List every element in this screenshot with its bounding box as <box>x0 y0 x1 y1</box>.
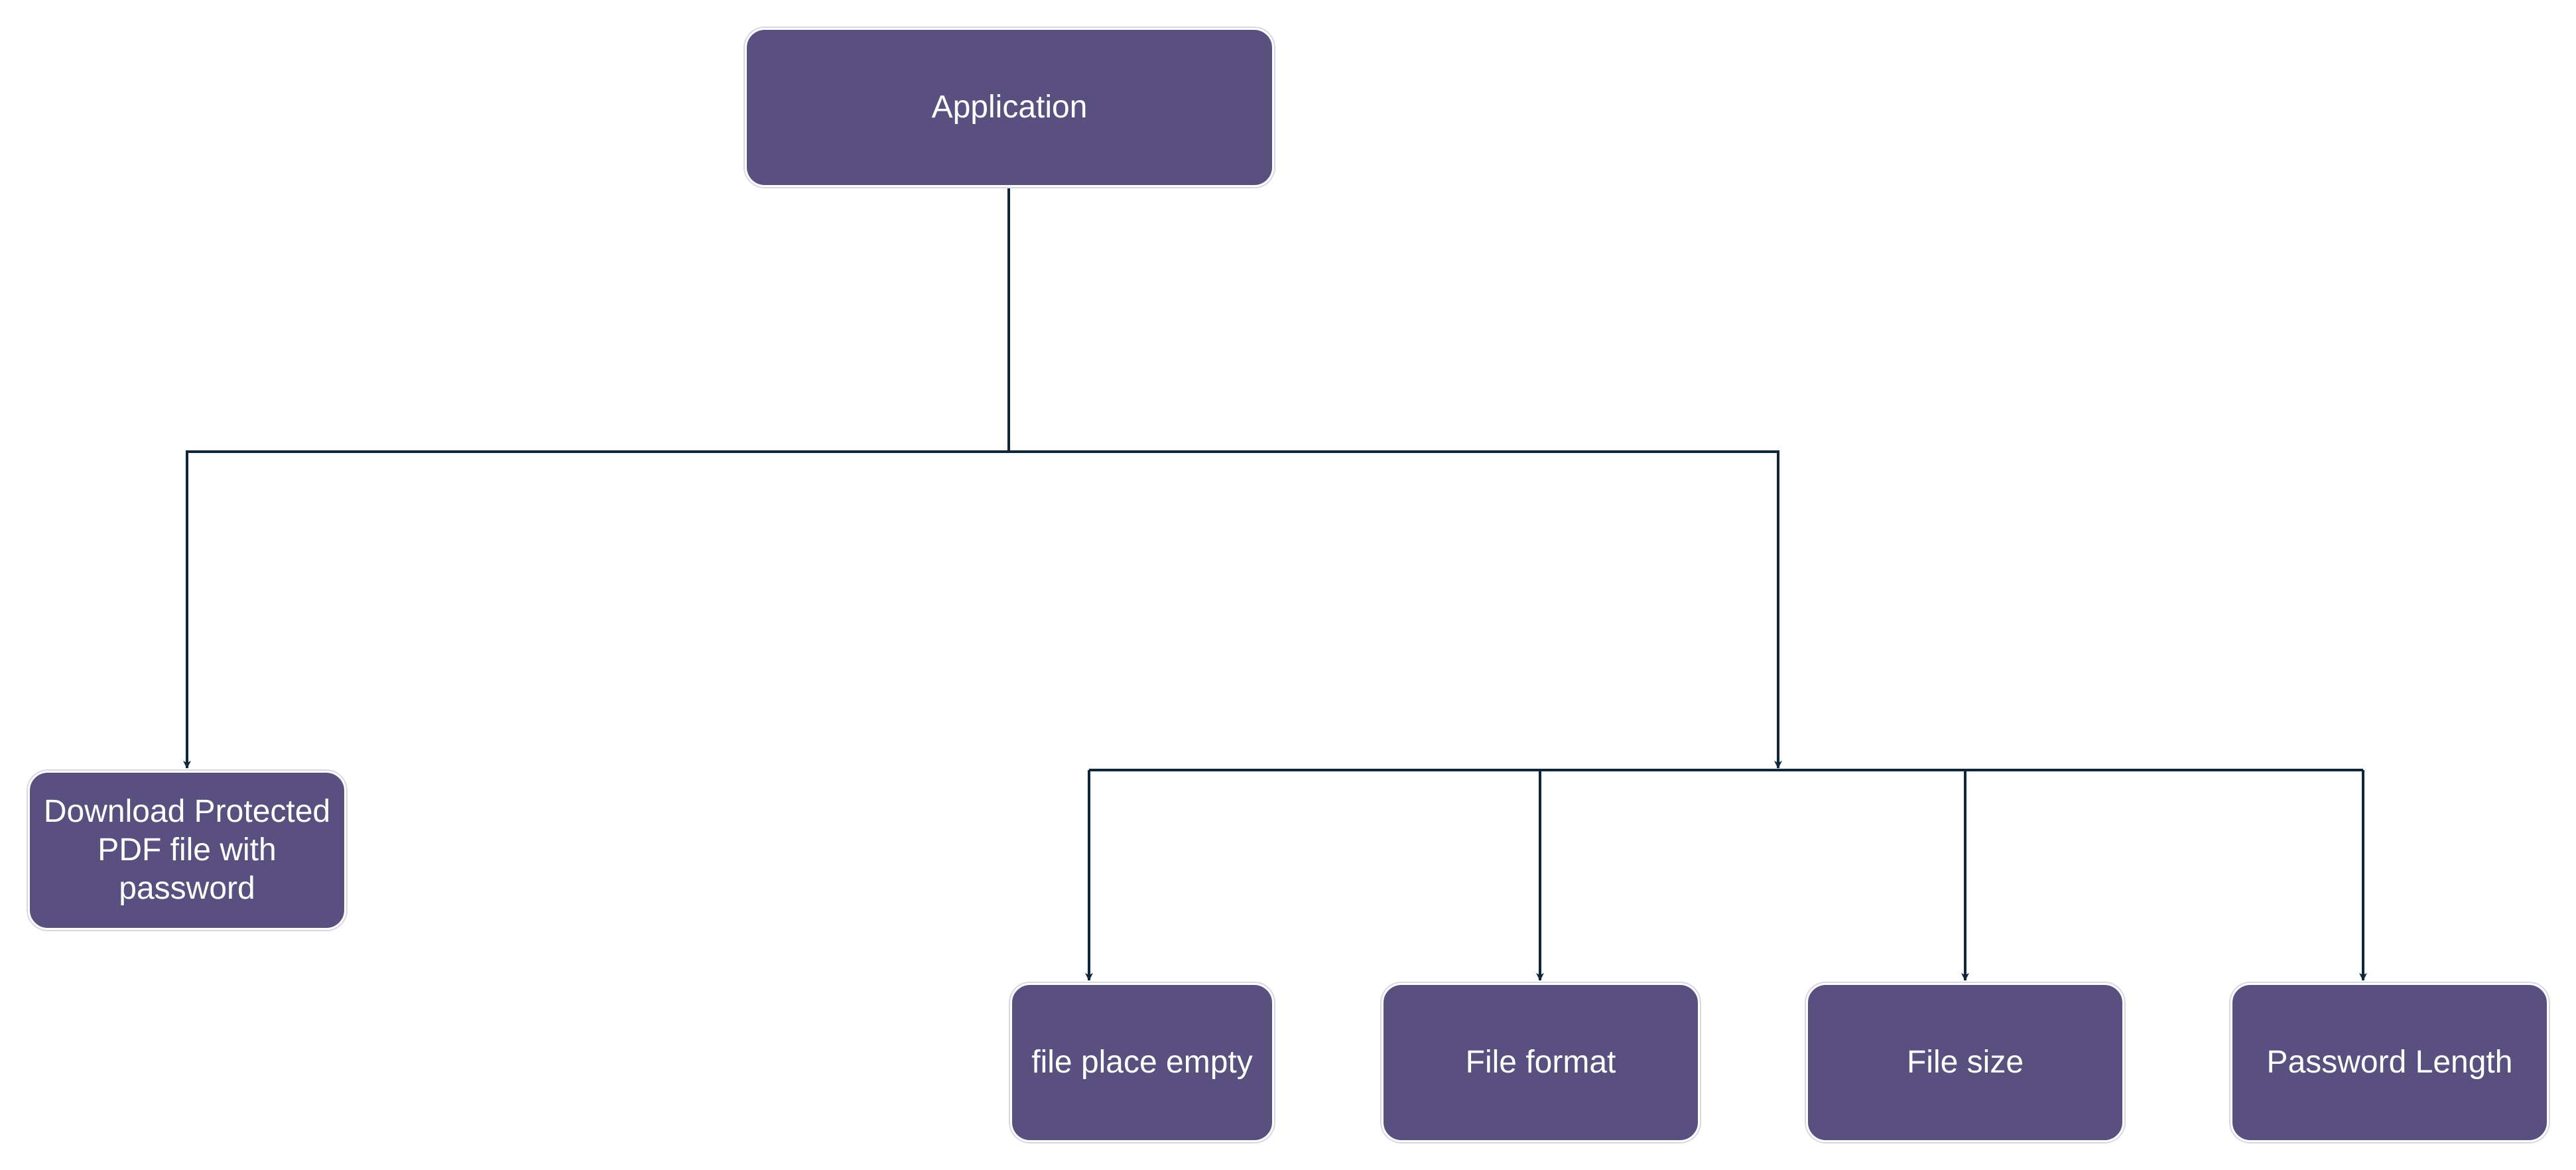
node-file-size-label: File size <box>1906 1045 2024 1080</box>
node-file-size[interactable]: File size <box>1806 983 2124 1142</box>
node-password-length[interactable]: Password Length <box>2230 983 2549 1142</box>
node-password-length-label: Password Length <box>2266 1045 2513 1080</box>
node-file-format[interactable]: File format <box>1382 983 1700 1142</box>
node-application-label: Application <box>931 90 1088 125</box>
node-file-format-label: File format <box>1465 1045 1616 1080</box>
connector-to-validation-junction <box>1009 450 1782 769</box>
node-file-place-empty[interactable]: file place empty <box>1010 983 1274 1142</box>
node-download-protected-pdf-label: Download Protected PDF file with passwor… <box>43 794 331 906</box>
connector-to-download <box>183 450 1009 769</box>
node-download-protected-pdf[interactable]: Download Protected PDF file with passwor… <box>28 771 346 930</box>
node-file-place-empty-label: file place empty <box>1031 1045 1253 1080</box>
node-application[interactable]: Application <box>745 28 1274 187</box>
